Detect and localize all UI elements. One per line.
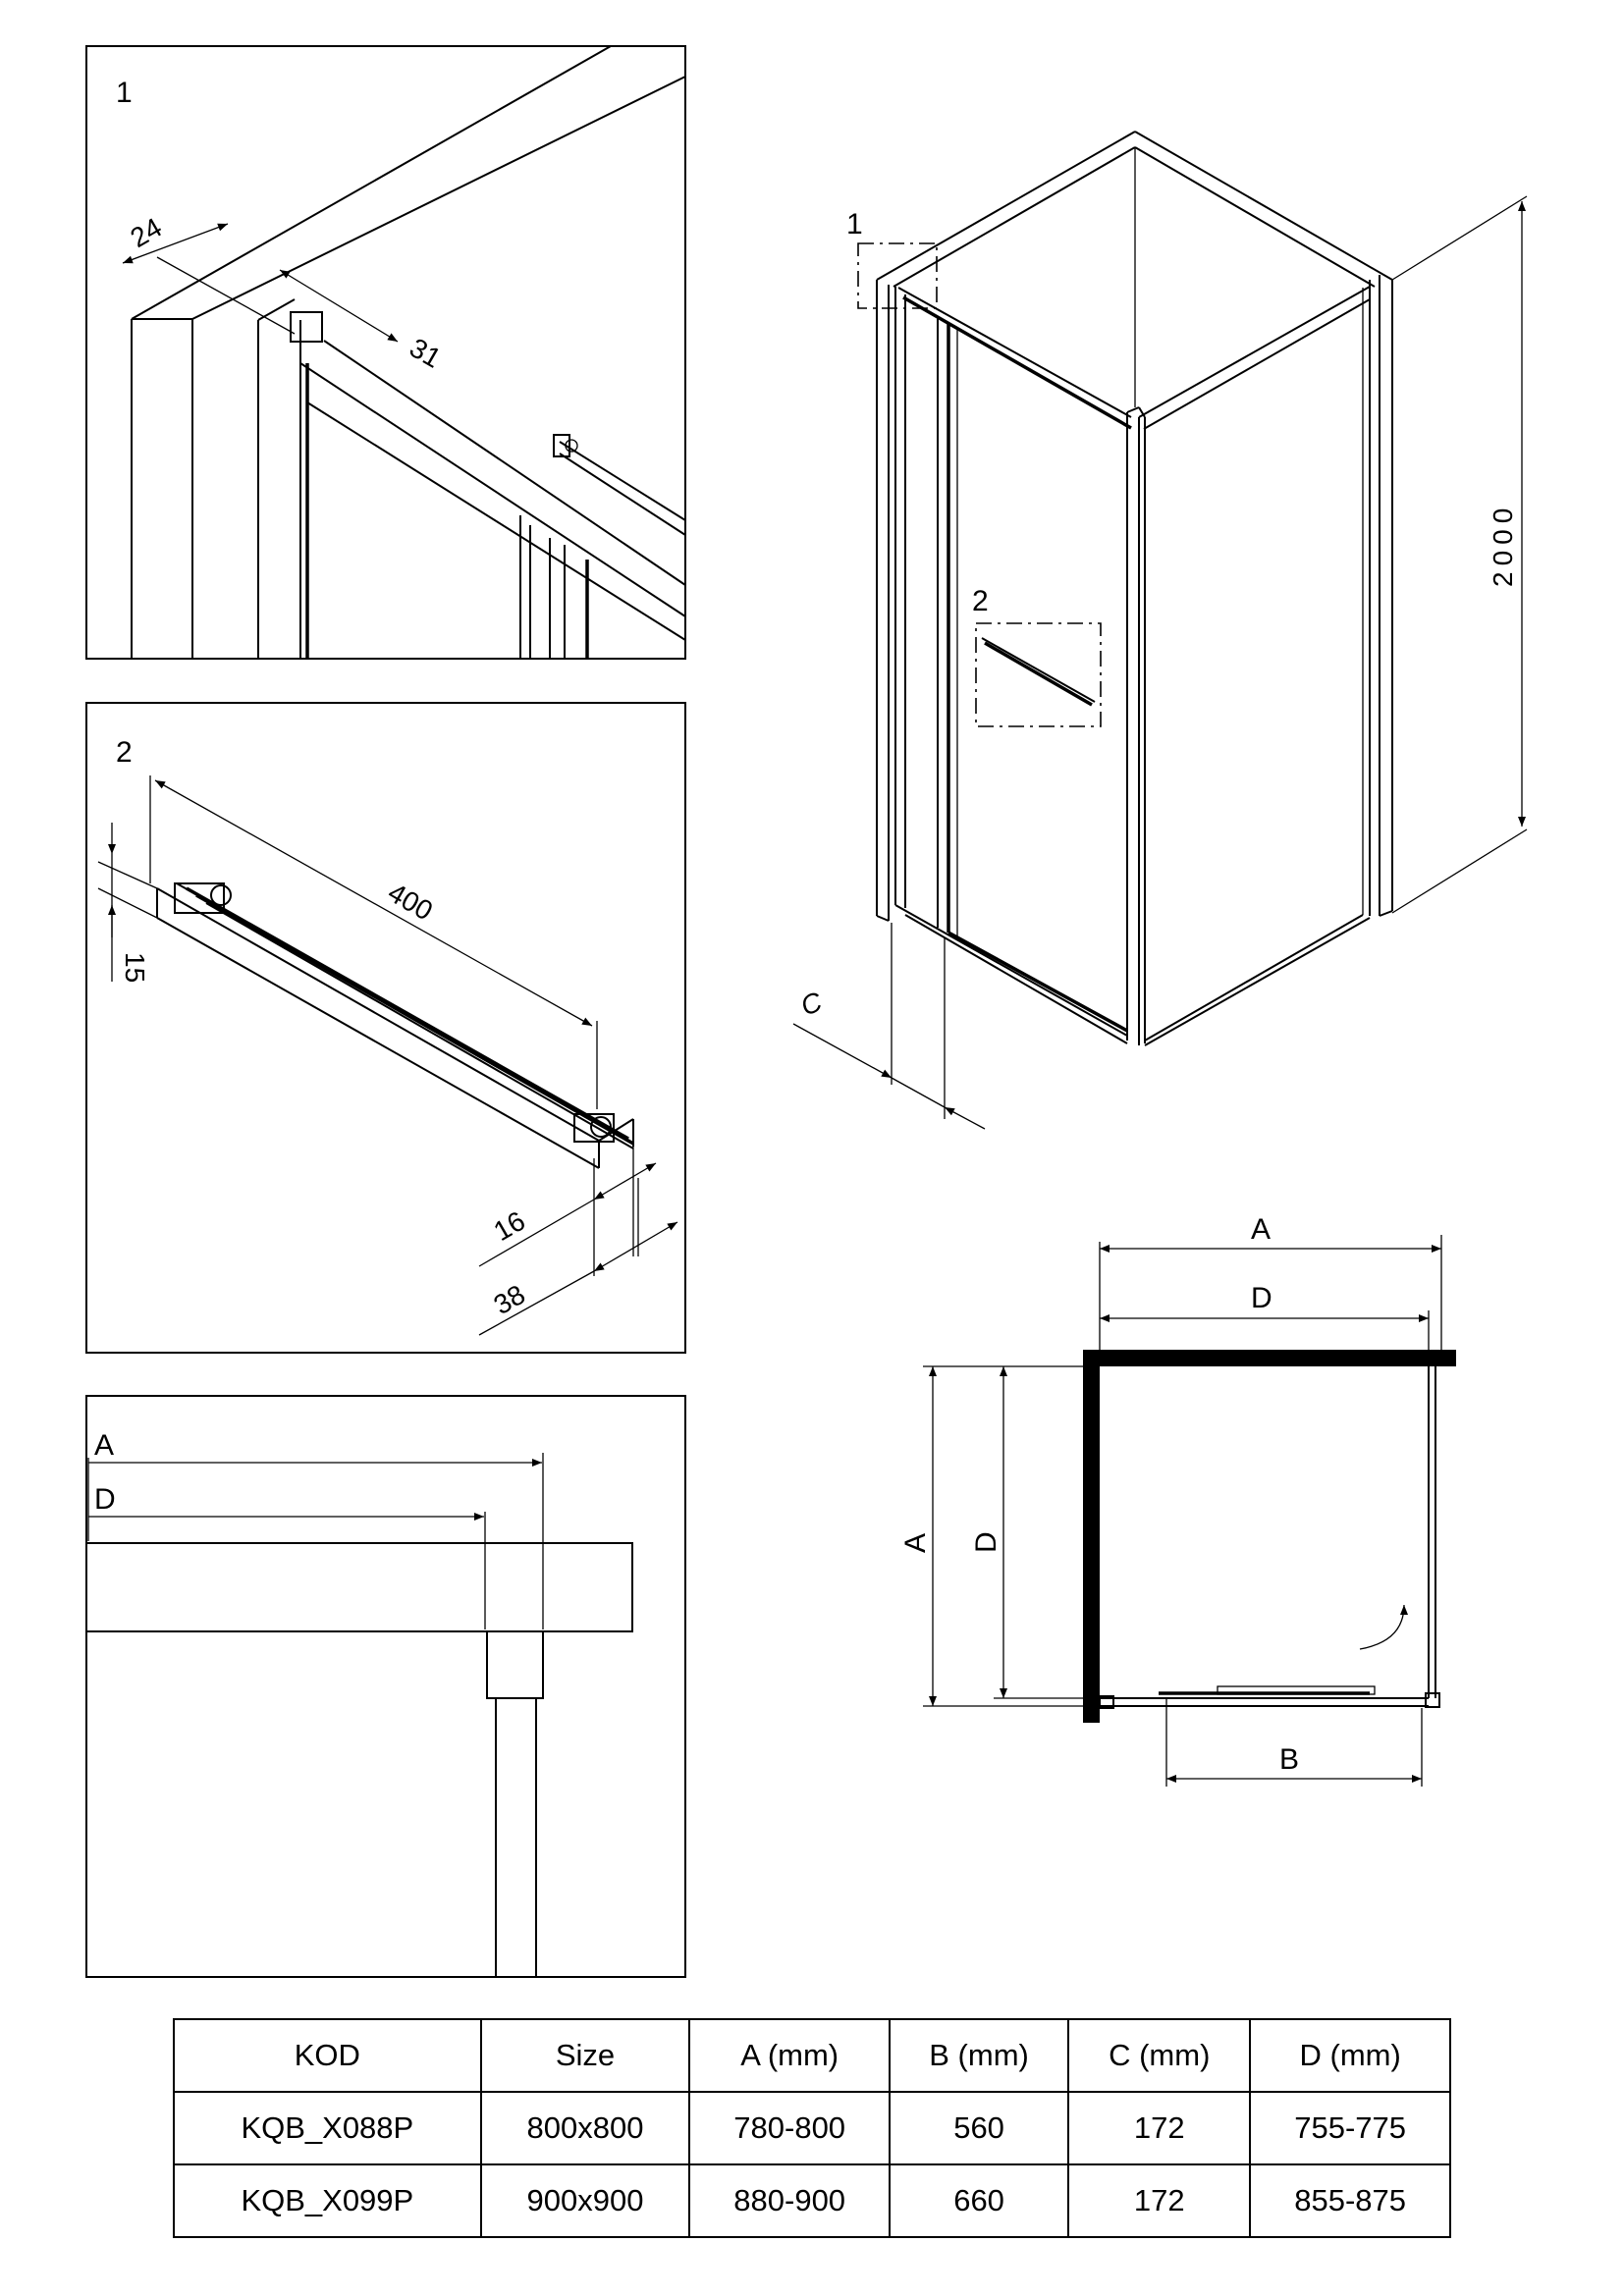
iso-view: 1 2 2000 C	[792, 131, 1528, 1130]
detail-3-label-d: D	[94, 1483, 116, 1516]
plan-dim-b: B	[1279, 1743, 1299, 1776]
detail-1-panel: 1 24 31	[85, 45, 686, 660]
detail-1-dim-31: 31	[405, 332, 446, 373]
detail-2-dim-38: 38	[489, 1279, 530, 1320]
spec-table-header-row: KOD Size A (mm) B (mm) C (mm) D (mm)	[173, 2018, 1451, 2093]
cell-b: 560	[888, 2091, 1070, 2165]
cell-a: 780-800	[688, 2091, 891, 2165]
cell-c: 172	[1067, 2091, 1252, 2165]
cell-d: 755-775	[1249, 2091, 1451, 2165]
plan-dim-a-top: A	[1251, 1213, 1271, 1246]
header-c: C (mm)	[1067, 2018, 1252, 2093]
plan-view: A D A D B	[899, 1213, 1456, 1787]
table-row: KQB_X099P 900x900 880-900 660 172 855-87…	[173, 2163, 1451, 2238]
cell-kod: KQB_X099P	[173, 2163, 482, 2238]
iso-height-2000: 2000	[1488, 503, 1518, 587]
header-a: A (mm)	[688, 2018, 891, 2093]
cell-size: 800x800	[479, 2091, 691, 2165]
spec-table: KOD Size A (mm) B (mm) C (mm) D (mm) KQB…	[173, 2018, 1451, 2238]
detail-2-dim-400: 400	[383, 877, 438, 926]
header-size: Size	[479, 2018, 691, 2093]
detail-2-panel: 2 400 15 16	[85, 702, 686, 1354]
cell-b: 660	[888, 2163, 1070, 2238]
cell-d: 855-875	[1249, 2163, 1451, 2238]
detail-2-label: 2	[116, 736, 133, 769]
iso-callout-1: 1	[846, 208, 863, 240]
cell-c: 172	[1067, 2163, 1252, 2238]
plan-dim-d-top: D	[1251, 1282, 1272, 1314]
header-kod: KOD	[173, 2018, 482, 2093]
detail-3-panel: A D	[85, 1395, 686, 1978]
header-b: B (mm)	[888, 2018, 1070, 2093]
iso-depth-c: C	[796, 986, 826, 1021]
plan-dim-a-left: A	[899, 1533, 932, 1553]
detail-1-label: 1	[116, 77, 133, 109]
iso-callout-2: 2	[972, 585, 989, 617]
plan-dim-d-left: D	[970, 1531, 1002, 1553]
cell-size: 900x900	[479, 2163, 691, 2238]
cell-a: 880-900	[688, 2163, 891, 2238]
cell-kod: KQB_X088P	[173, 2091, 482, 2165]
header-d: D (mm)	[1249, 2018, 1451, 2093]
detail-2-dim-15: 15	[120, 952, 150, 983]
table-row: KQB_X088P 800x800 780-800 560 172 755-77…	[173, 2091, 1451, 2165]
detail-3-label-a: A	[94, 1429, 114, 1462]
detail-1-dim-24: 24	[126, 212, 167, 253]
